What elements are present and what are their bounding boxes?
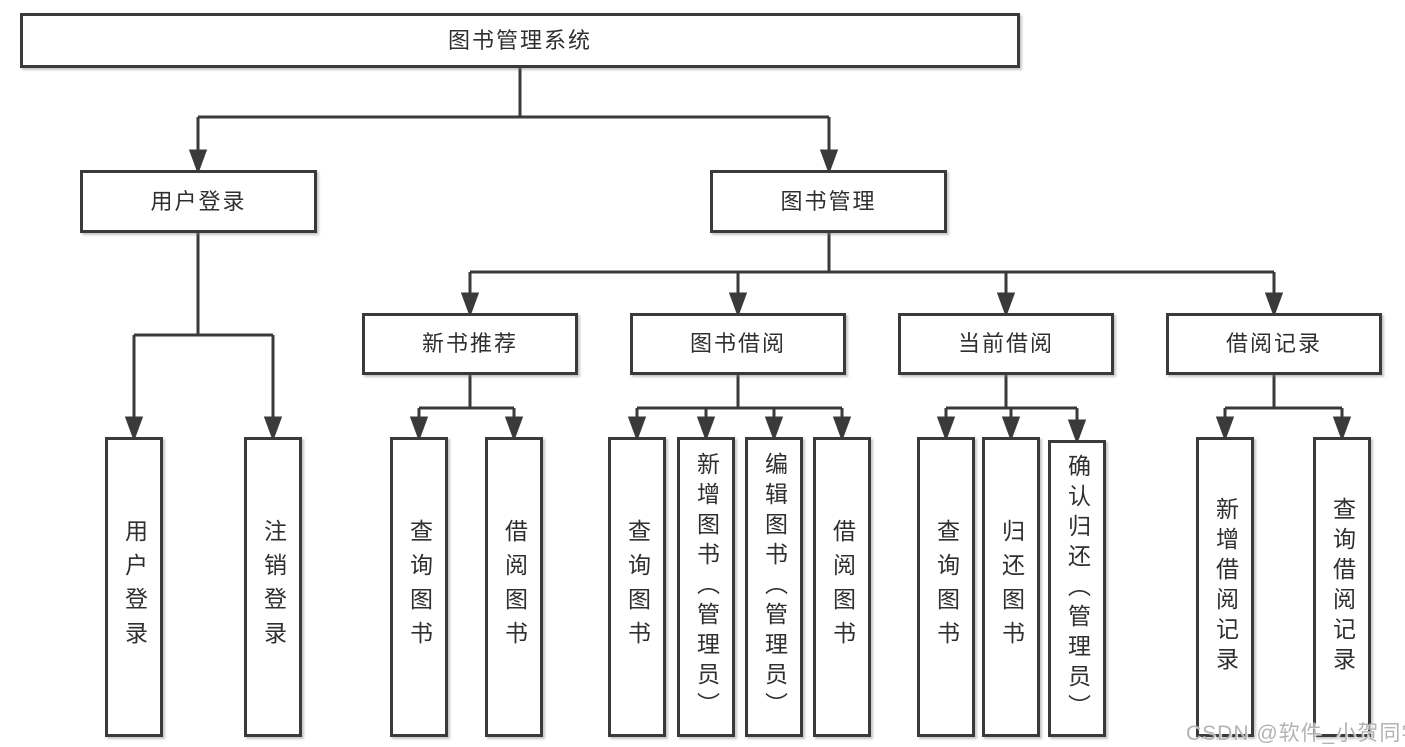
leaf-borrowing-add-books-admin: 新增图书（管理员） <box>677 437 735 737</box>
leaf-label: 新增图书（管理员） <box>693 452 720 722</box>
leaf-label: 查询图书 <box>406 519 433 655</box>
leaf-current-query-books: 查询图书 <box>917 437 975 737</box>
node-borrowing-records: 借阅记录 <box>1166 313 1382 375</box>
leaf-label: 查询借阅记录 <box>1329 497 1356 677</box>
node-library-management-system: 图书管理系统 <box>20 13 1020 68</box>
leaf-current-return-books: 归还图书 <box>982 437 1040 737</box>
leaf-records-add-record: 新增借阅记录 <box>1196 437 1254 737</box>
node-book-borrowing: 图书借阅 <box>630 313 846 375</box>
leaf-label: 借阅图书 <box>501 519 528 655</box>
leaf-label: 查询图书 <box>933 519 960 655</box>
leaf-label: 新增借阅记录 <box>1212 497 1239 677</box>
leaf-label: 注销登录 <box>260 519 287 655</box>
node-new-book-recommend: 新书推荐 <box>362 313 578 375</box>
leaf-current-confirm-return-admin: 确认归还（管理员） <box>1048 440 1106 737</box>
leaf-recommend-borrow-books: 借阅图书 <box>485 437 543 737</box>
leaf-label: 用户登录 <box>121 519 148 655</box>
leaf-label: 确认归还（管理员） <box>1064 453 1091 724</box>
leaf-label: 查询图书 <box>624 519 651 655</box>
tree-edges <box>124 66 1352 445</box>
leaf-borrowing-edit-books-admin: 编辑图书（管理员） <box>745 437 803 737</box>
leaf-label: 编辑图书（管理员） <box>761 452 788 722</box>
leaf-logout: 注销登录 <box>244 437 302 737</box>
node-book-management: 图书管理 <box>710 170 947 233</box>
leaf-user-login: 用户登录 <box>105 437 163 737</box>
leaf-borrowing-borrow-books: 借阅图书 <box>813 437 871 737</box>
leaf-recommend-query-books: 查询图书 <box>390 437 448 737</box>
node-current-borrowing: 当前借阅 <box>898 313 1114 375</box>
node-user-login: 用户登录 <box>80 170 317 233</box>
leaf-borrowing-query-books: 查询图书 <box>608 437 666 737</box>
leaf-label: 借阅图书 <box>829 519 856 655</box>
leaf-records-query-record: 查询借阅记录 <box>1313 437 1371 737</box>
watermark: CSDN @软件_小贺同学 <box>1186 722 1405 745</box>
leaf-label: 归还图书 <box>998 519 1025 655</box>
